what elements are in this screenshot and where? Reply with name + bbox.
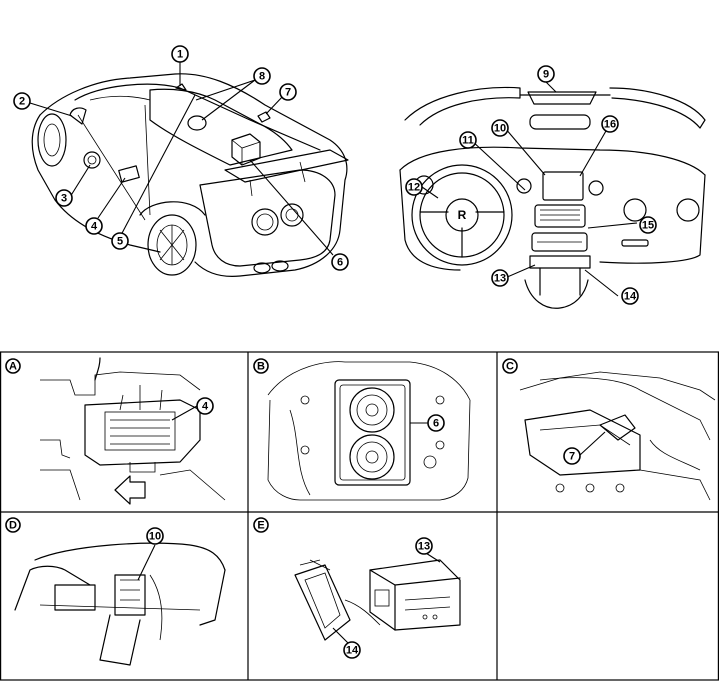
callout-2: 2 [13, 92, 31, 110]
callout-7: 7 [279, 83, 297, 101]
callout-13-label: 13 [494, 273, 506, 285]
callout-16: 16 [601, 115, 619, 133]
panel-a-callout-4: 4 [196, 397, 214, 415]
callout-9: 9 [537, 65, 555, 83]
callout-2-label: 2 [19, 96, 25, 108]
callout-3: 3 [55, 189, 73, 207]
callout-15: 15 [639, 216, 657, 234]
panel-letter-c-label: C [506, 361, 514, 373]
callout-7-label: 7 [285, 87, 291, 99]
panel-b [267, 361, 471, 501]
panel-a-callout-4-label: 4 [202, 401, 209, 413]
steering-logo: R [458, 208, 467, 222]
callout-6: 6 [331, 253, 349, 271]
callout-8: 8 [253, 67, 271, 85]
panel-c-callout-7-label: 7 [569, 451, 575, 463]
panel-c [519, 371, 716, 501]
panel-e-callout-14-label: 14 [346, 645, 359, 657]
car-leader-lines [29, 62, 334, 256]
panel-c-callout-7: 7 [563, 447, 581, 465]
callout-9-label: 9 [543, 69, 549, 81]
car-rear-view [31, 73, 349, 277]
dashboard-view: R [399, 86, 706, 309]
panel-e-callout-13: 13 [415, 537, 433, 555]
callout-11: 11 [459, 131, 477, 149]
panel-letter-a-label: A [9, 361, 17, 373]
panel-letter-c: C [502, 358, 518, 374]
panel-e [294, 547, 461, 646]
panel-d-callout-10-label: 10 [149, 531, 161, 543]
callout-10: 10 [491, 119, 509, 137]
callout-15-label: 15 [642, 220, 654, 232]
callout-10-label: 10 [494, 123, 506, 135]
panel-e-callout-13-label: 13 [418, 541, 430, 553]
dashboard-leader-lines [421, 81, 638, 297]
callout-1-label: 1 [177, 49, 183, 61]
callout-5-label: 5 [117, 236, 123, 248]
panel-callouts: A 4 B 6 C 7D 10 E 13 14 [5, 358, 581, 659]
panel-letter-b: B [253, 358, 269, 374]
callout-11-label: 11 [462, 135, 474, 147]
callout-16-label: 16 [604, 119, 616, 131]
callout-8-label: 8 [259, 71, 265, 83]
detail-panel-grid [0, 351, 719, 681]
panel-b-callout-6-label: 6 [433, 418, 439, 430]
panel-e-callout-14: 14 [343, 641, 361, 659]
callout-12-label: 12 [408, 182, 420, 194]
panel-a [40, 357, 226, 505]
panel-letter-a: A [5, 358, 21, 374]
callout-14: 14 [621, 287, 639, 305]
callout-3-label: 3 [61, 193, 67, 205]
callout-4-label: 4 [91, 221, 98, 233]
callout-6-label: 6 [337, 257, 343, 269]
panel-d-callout-10: 10 [146, 527, 164, 545]
panel-letter-d-label: D [9, 520, 17, 532]
callout-5: 5 [111, 232, 129, 250]
panel-d [14, 542, 226, 666]
callout-14-label: 14 [624, 291, 637, 303]
panel-letter-b-label: B [257, 361, 265, 373]
panel-letter-e: E [253, 517, 269, 533]
callout-13: 13 [491, 269, 509, 287]
callout-1: 1 [171, 45, 189, 63]
panel-b-callout-6: 6 [427, 414, 445, 432]
panel-letter-e-label: E [257, 520, 264, 532]
panel-letter-d: D [5, 517, 21, 533]
callout-4: 4 [85, 217, 103, 235]
front-direction-arrow-icon [114, 475, 146, 505]
callout-12: 12 [405, 178, 423, 196]
